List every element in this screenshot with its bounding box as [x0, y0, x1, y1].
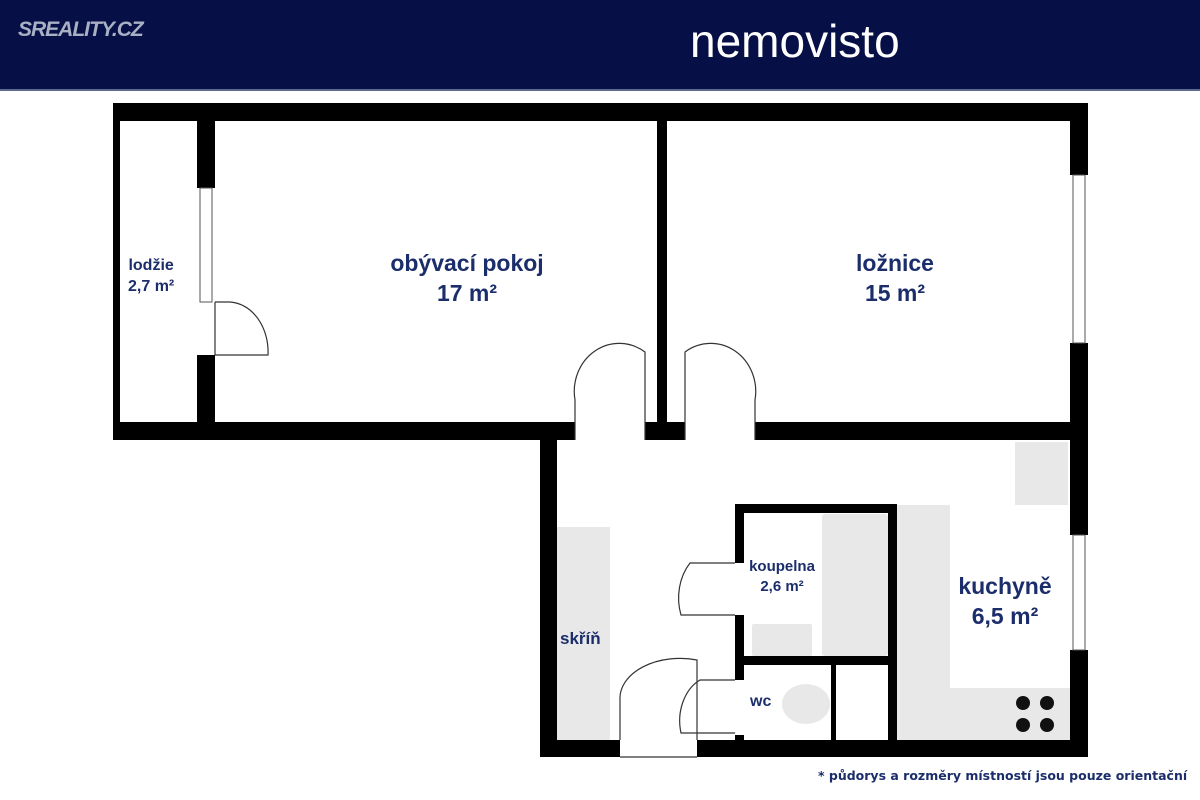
windows [199, 174, 1086, 651]
room-name: kuchyně [958, 573, 1052, 599]
room-wc: wc [750, 693, 772, 710]
doors [214, 301, 757, 758]
room-obyvaci-pokoj: obývací pokoj 17 m² [367, 249, 567, 309]
room-name: ložnice [856, 250, 934, 276]
room-area: 17 m² [436, 279, 498, 306]
wardrobe [557, 527, 610, 740]
room-koupelna: koupelna 2,6 m² [744, 557, 820, 596]
sink [752, 624, 812, 656]
kitchen-counter-bottom [950, 688, 1070, 740]
kitchen-counter [897, 505, 950, 740]
room-skrin: skříň [560, 629, 601, 648]
stove-icon [1016, 696, 1054, 732]
room-area: 6,5 m² [971, 602, 1039, 629]
room-lodzie: lodžie 2,7 m² [128, 256, 174, 298]
room-area: 2,7 m² [128, 277, 175, 295]
walls [113, 103, 1088, 757]
room-name: obývací pokoj [390, 250, 544, 276]
room-name: koupelna [749, 558, 815, 575]
sreality-logo: SREALITY.CZ [18, 18, 144, 41]
room-area: 15 m² [864, 279, 926, 306]
fixtures [557, 442, 1070, 740]
room-name: lodžie [128, 257, 174, 274]
footnote: * půdorys a rozměry místností jsou pouze… [818, 768, 1188, 783]
toilet [782, 684, 830, 724]
bathtub [822, 514, 888, 656]
header-bar: SREALITY.CZ nemovisto [0, 0, 1200, 91]
nemovisto-logo: nemovisto [690, 15, 900, 67]
fridge [1015, 442, 1068, 505]
room-kuchyne: kuchyně 6,5 m² [945, 572, 1065, 632]
room-loznice: ložnice 15 m² [795, 249, 995, 309]
room-area: 2,6 m² [760, 577, 804, 595]
